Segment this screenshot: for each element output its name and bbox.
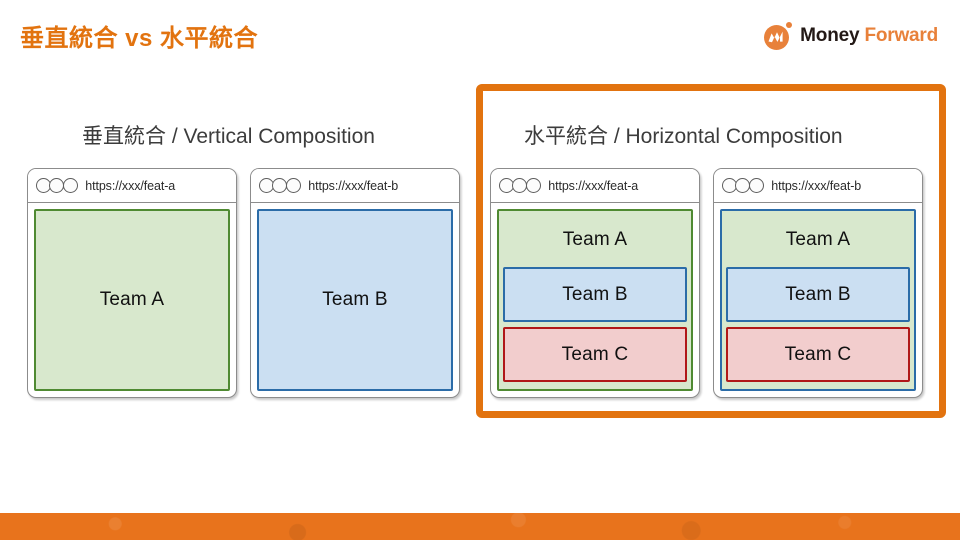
team-panel-label: Team A: [99, 289, 165, 310]
window-control-dots[interactable]: [259, 178, 301, 193]
browser-titlebar: https://xxx/feat-a: [28, 169, 236, 203]
window-dot-icon[interactable]: [748, 178, 764, 193]
team-panel-label: Team A: [785, 229, 851, 250]
team-panel-b: Team B: [726, 267, 910, 322]
team-panel-c: Team C: [726, 327, 910, 382]
money-forward-logo-text: Money Forward: [800, 25, 938, 47]
window-control-dots[interactable]: [499, 178, 541, 193]
browser-viewport: Team A Team B Team C: [491, 203, 699, 397]
browser-titlebar: https://xxx/feat-a: [491, 169, 699, 203]
window-dot-icon[interactable]: [525, 178, 541, 193]
browser-window-horizontal-feat-b[interactable]: https://xxx/feat-b Team A Team B Team C: [713, 168, 923, 398]
team-panel-a-header: Team A: [726, 218, 910, 262]
window-control-dots[interactable]: [36, 178, 78, 193]
address-bar-url[interactable]: https://xxx/feat-a: [548, 178, 639, 193]
team-panel-label: Team C: [784, 343, 852, 365]
team-panel-label: Team B: [785, 283, 851, 305]
team-panel-a: Team A Team B Team C: [497, 209, 693, 391]
logo-word-forward: Forward: [864, 25, 938, 46]
footer-accent-bar: [0, 513, 960, 540]
team-stack: Team A Team B Team C: [499, 214, 691, 386]
address-bar-url[interactable]: https://xxx/feat-a: [85, 178, 176, 193]
address-bar-url[interactable]: https://xxx/feat-b: [771, 178, 862, 193]
browser-viewport: Team A: [28, 203, 236, 397]
team-panel-label: Team B: [562, 283, 628, 305]
team-panel-a-header: Team A: [503, 218, 687, 262]
section-heading-horizontal: 水平統合 / Horizontal Composition: [524, 125, 843, 148]
window-dot-icon[interactable]: [285, 178, 301, 193]
browser-window-vertical-feat-a[interactable]: https://xxx/feat-a Team A: [27, 168, 237, 398]
browser-window-vertical-feat-b[interactable]: https://xxx/feat-b Team B: [250, 168, 460, 398]
section-heading-vertical: 垂直統合 / Vertical Composition: [82, 125, 375, 148]
team-panel-a: Team A Team B Team C: [720, 209, 916, 391]
browser-viewport: Team A Team B Team C: [714, 203, 922, 397]
logo-word-money: Money: [800, 25, 860, 46]
money-forward-logo: Money Forward: [764, 22, 938, 50]
team-panel-b: Team B: [257, 209, 453, 391]
browser-titlebar: https://xxx/feat-b: [714, 169, 922, 203]
window-dot-icon[interactable]: [62, 178, 78, 193]
browser-titlebar: https://xxx/feat-b: [251, 169, 459, 203]
page-title: 垂直統合 vs 水平統合: [20, 25, 259, 52]
team-panel-b: Team B: [503, 267, 687, 322]
horizontal-section-highlight-frame: [476, 84, 946, 418]
team-panel-label: Team A: [562, 229, 628, 250]
browser-viewport: Team B: [251, 203, 459, 397]
team-panel-label: Team B: [322, 289, 388, 310]
window-control-dots[interactable]: [722, 178, 764, 193]
money-forward-logo-mark: [764, 22, 793, 50]
address-bar-url[interactable]: https://xxx/feat-b: [308, 178, 399, 193]
team-panel-a: Team A: [34, 209, 230, 391]
browser-window-horizontal-feat-a[interactable]: https://xxx/feat-a Team A Team B Team C: [490, 168, 700, 398]
team-panel-c: Team C: [503, 327, 687, 382]
team-panel-label: Team C: [561, 343, 629, 365]
team-stack: Team A Team B Team C: [722, 214, 914, 386]
